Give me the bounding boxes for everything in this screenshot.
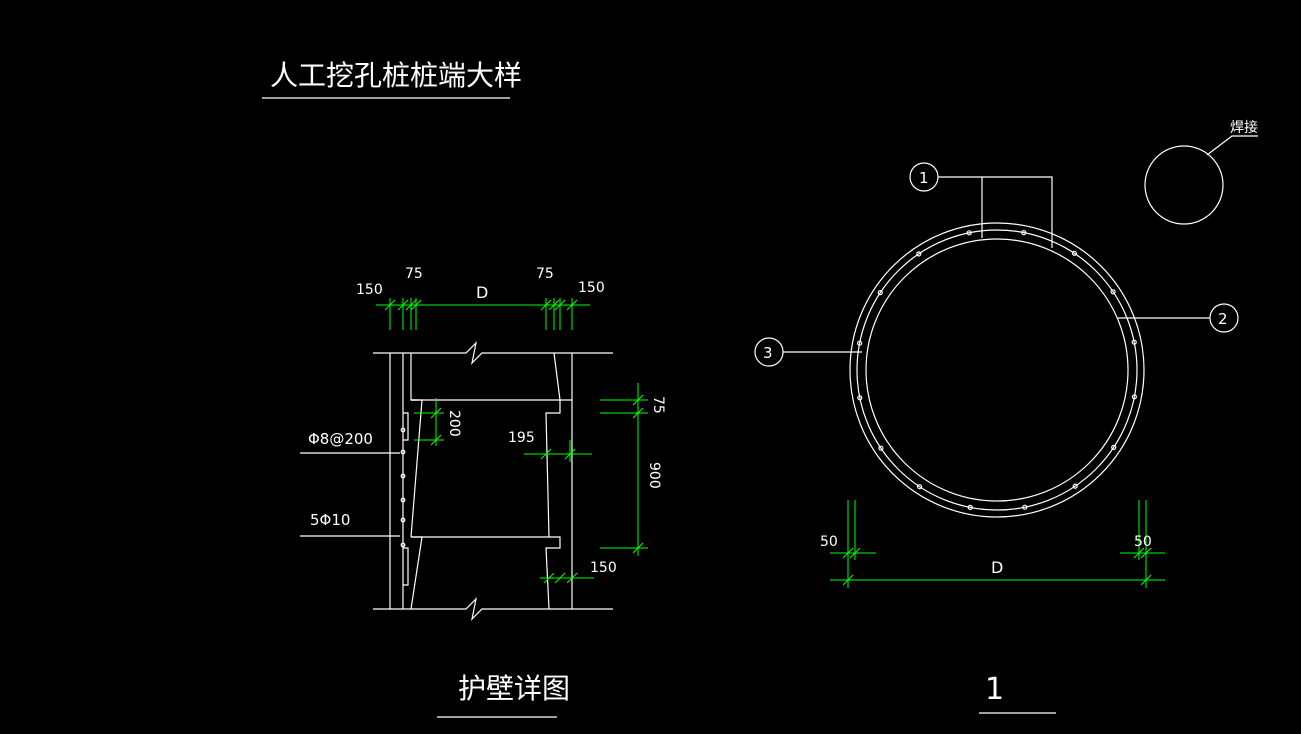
dim-width: D: [476, 283, 488, 302]
drawing-title: 人工挖孔桩桩端大样: [270, 59, 522, 92]
section-caption: 护壁详图: [458, 672, 570, 705]
inner-ring: [865, 238, 1129, 502]
rebar-dots: [400, 427, 406, 548]
right-wall-segment-2: [545, 399, 561, 538]
section-dimensions: 150 75 D 75 150 200 195 75 900 150: [356, 266, 666, 584]
callout-1-label: 1: [919, 169, 929, 187]
outer-ring: [849, 222, 1145, 518]
weld-note: 焊接: [1230, 119, 1258, 136]
plan-dim-diameter: D: [991, 558, 1003, 577]
rebar-dot: [400, 473, 406, 479]
dim-segment-height: 900: [646, 462, 662, 489]
dim-left-inner: 75: [405, 266, 423, 282]
right-wall-segment-3: [545, 536, 561, 610]
stirrup-hook-2: [403, 547, 409, 586]
rebar-dot: [1021, 230, 1027, 236]
rebar-dot: [1131, 339, 1137, 345]
rebar-dot: [400, 449, 406, 455]
stirrup-hook-1: [403, 412, 409, 441]
rebar-dot: [1071, 250, 1078, 256]
right-wall-segment-1: [553, 352, 572, 401]
rebar-dot: [916, 484, 923, 490]
callout-1-leader: [938, 176, 1053, 248]
dim-spacing: 200: [446, 410, 462, 437]
stirrup-label: Φ8@200: [308, 430, 373, 448]
callout-3-label: 3: [763, 344, 773, 362]
dim-right-outer: 150: [578, 280, 605, 296]
dim-right-inner: 75: [536, 266, 554, 282]
rebar-dot: [400, 427, 406, 433]
rebar-dot: [400, 497, 406, 503]
dim-top-step: 75: [650, 396, 666, 414]
dim-left-outer: 150: [356, 282, 383, 298]
section-detail: Φ8@200 5Φ10: [300, 341, 613, 621]
rebar-dot: [1111, 444, 1117, 450]
left-wall-segment-3: [410, 536, 423, 610]
rebar-dot: [857, 395, 863, 401]
rebar-dot: [878, 445, 884, 451]
rebar-dot: [856, 340, 863, 346]
plan-caption: 1: [985, 672, 1004, 707]
rebar-dot: [1022, 504, 1028, 510]
top-break-line: [373, 341, 613, 365]
left-wall-segment-1: [410, 353, 417, 401]
plan-dim-left-cover: 50: [820, 534, 838, 550]
rebar-ring: [856, 229, 1138, 511]
weld-detail-circle: [1144, 145, 1224, 225]
rebar-dot: [1110, 289, 1116, 295]
rebar-dot: [877, 290, 883, 296]
plan-view: 1 2 3 焊接 50 50 D: [754, 119, 1258, 588]
dim-wall: 195: [508, 430, 535, 446]
weld-leader: [1206, 135, 1258, 156]
callout-2-label: 2: [1218, 310, 1228, 328]
rebar-dot: [1131, 394, 1138, 400]
rebar-dot: [1072, 483, 1078, 489]
rebar-dot: [967, 504, 973, 510]
plan-rebar-dots: [856, 230, 1138, 510]
left-wall-segment-2: [410, 399, 423, 538]
plan-dim-right-cover: 50: [1134, 534, 1152, 550]
dim-ticks: [384, 299, 578, 311]
rebar-dot: [400, 542, 406, 548]
rebar-dot: [916, 251, 922, 257]
dim-bottom-step: 150: [590, 560, 617, 576]
main-rebar-label: 5Φ10: [310, 511, 350, 529]
bottom-break-line: [373, 597, 613, 621]
rebar-dot: [400, 517, 406, 523]
rebar-dot: [966, 230, 972, 236]
